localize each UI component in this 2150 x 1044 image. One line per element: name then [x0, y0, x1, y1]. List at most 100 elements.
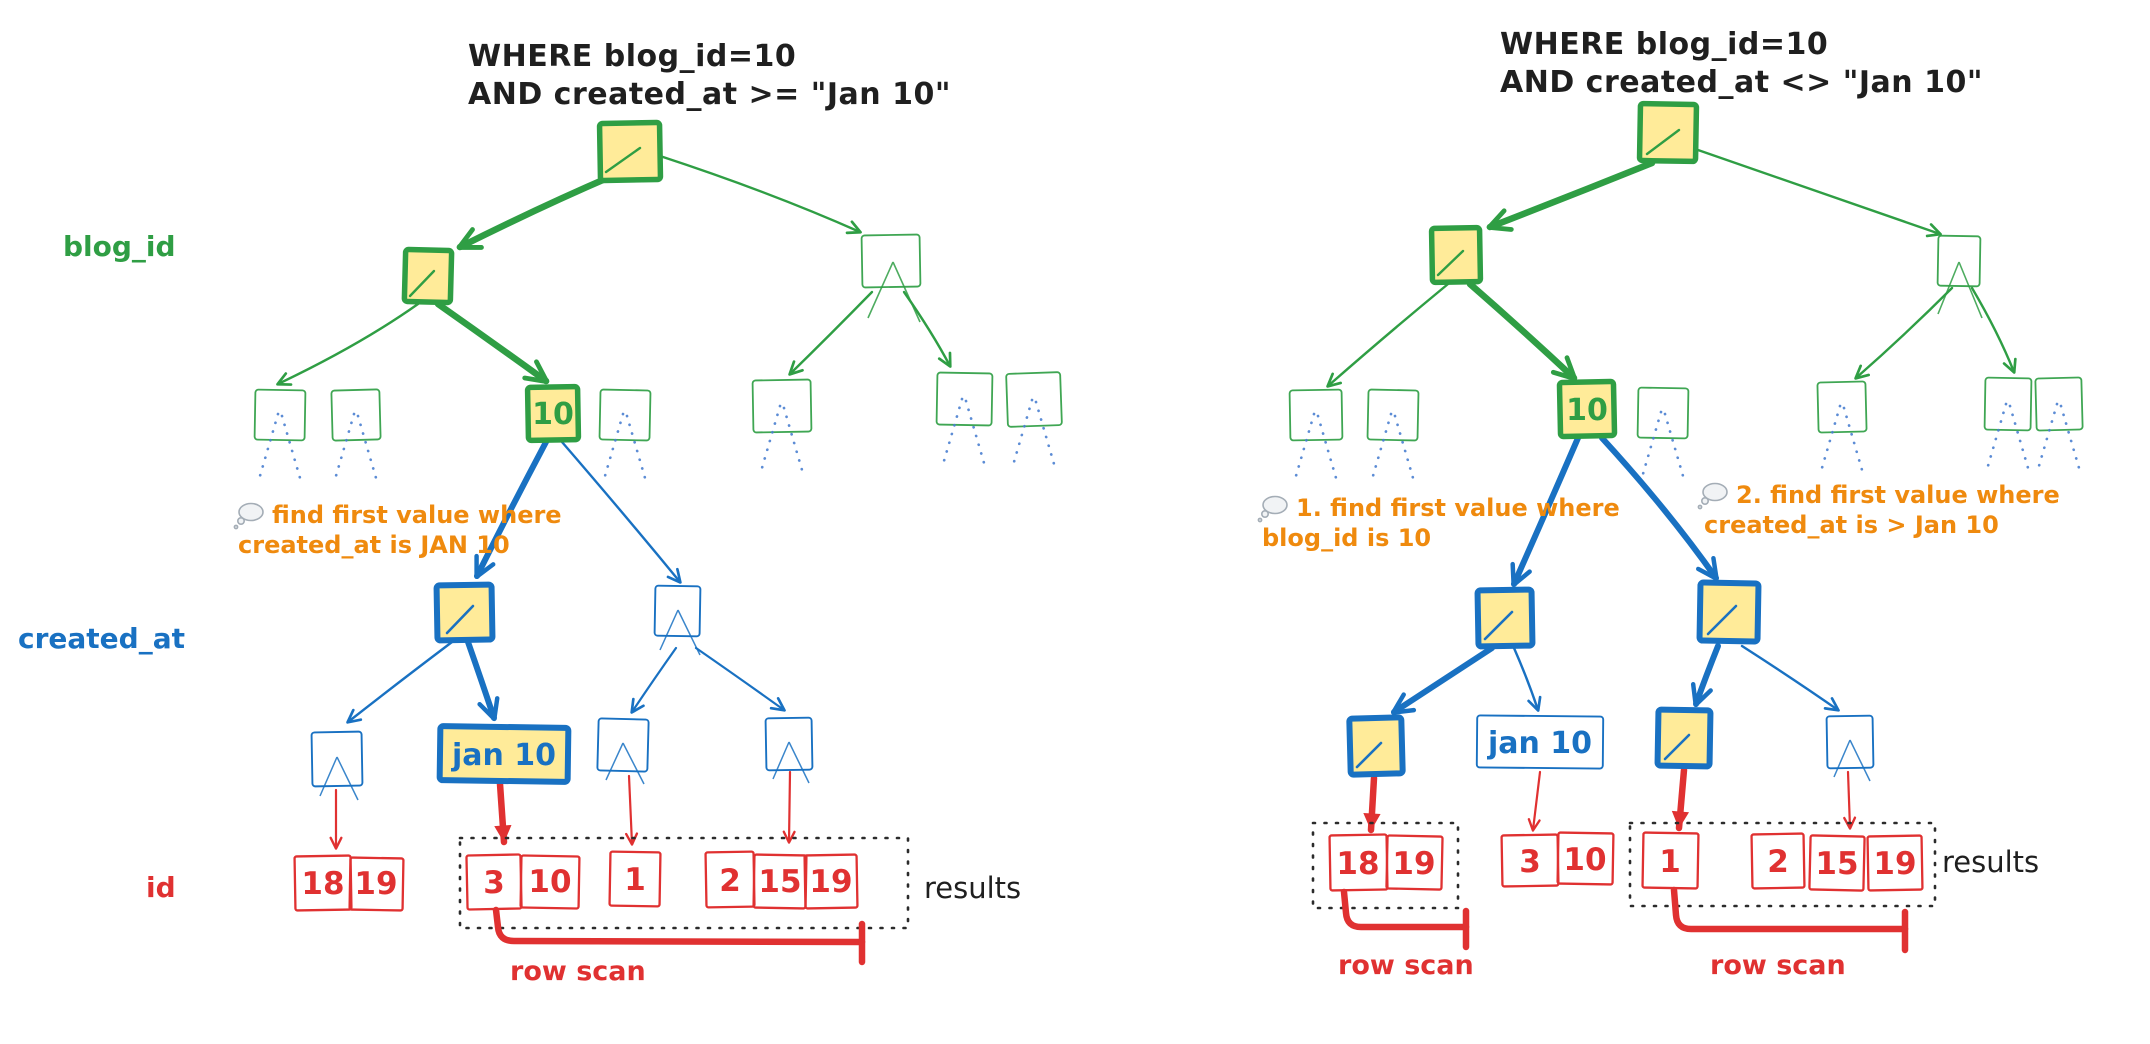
left-root-node: [596, 119, 664, 184]
left-annotation-line2: created_at is JAN 10: [238, 531, 510, 559]
id-value: 3: [1519, 844, 1541, 880]
right-root-node: [1636, 100, 1700, 165]
id-box: [1866, 834, 1924, 892]
left-annotation: find first value where created_at is JAN…: [233, 501, 562, 559]
id-value: 15: [758, 864, 801, 900]
index-level-label-id: id: [146, 871, 176, 904]
left-results-label: results: [924, 871, 1021, 905]
left-blue-leaf: [310, 730, 364, 788]
left-blue-leaf-value: jan 10: [451, 738, 556, 773]
right-blue-leaf-sketch: [1355, 741, 1383, 769]
right-query-title-line1: WHERE blog_id=10: [1500, 27, 1828, 62]
right-green-leaf-match: [1556, 378, 1618, 440]
right-created-at-edges: [1390, 435, 1840, 715]
left-created-at-level: jan 10: [310, 581, 814, 801]
left-blue-leaf-sketch: [772, 741, 810, 784]
id-value: 19: [1873, 846, 1916, 882]
left-blue-leaf-sketch: [319, 756, 359, 801]
right-green-leaf-value: 10: [1566, 393, 1608, 428]
left-results-dotted-box: [458, 836, 910, 930]
left-green-leaf-value: 10: [532, 397, 574, 432]
left-branch-subtree-sketch: [867, 261, 921, 323]
right-blog-id-edges: [1326, 148, 2017, 388]
right-blue-leaf-jan10: [1475, 714, 1605, 770]
left-green-leaf: [1005, 371, 1063, 428]
id-value: 1: [624, 862, 646, 898]
right-branch-node-unvisited: [1936, 234, 1982, 288]
right-annotation1-line2: blog_id is 10: [1262, 524, 1431, 552]
left-green-leaf: [330, 388, 382, 442]
left-blue-leaf: [596, 717, 650, 773]
right-blog-id-level: 10: [1288, 100, 2084, 480]
right-results-dotted-box-right: [1628, 821, 1937, 908]
right-green-leaf: [2034, 376, 2084, 432]
left-id-edges: [329, 770, 796, 850]
right-blue-leaf: [1825, 714, 1875, 770]
left-blue-leaf-match: [436, 723, 572, 785]
left-green-leaf-match: [524, 383, 582, 444]
left-created-at-edges: [346, 439, 786, 724]
id-box: [803, 853, 859, 910]
id-value: 2: [1767, 844, 1789, 880]
left-row-scan-label: row scan: [510, 956, 646, 987]
right-green-leaf: [1983, 376, 2033, 432]
id-value: 19: [809, 864, 852, 900]
id-value: 10: [1563, 842, 1606, 878]
right-collapsed-subtree-dots: [1294, 402, 2081, 480]
right-row-scan-bracket-1: [1340, 888, 1470, 931]
right-blue-branch-sketch: [1706, 604, 1738, 636]
left-id-row: 18 19 3 10 1 2 15 19 results row scan: [293, 836, 1021, 987]
right-annotation2-line1: 2. find first value where: [1736, 481, 2060, 509]
left-root-node-sketch: [604, 146, 642, 174]
right-annotation-1: 1. find first value where blog_id is 10: [1257, 494, 1620, 552]
left-diagram: WHERE blog_id=10 AND created_at >= "Jan …: [18, 39, 1063, 987]
left-blog-id-level: 10: [253, 119, 1063, 480]
right-green-leaf: [1636, 386, 1690, 440]
id-value: 18: [301, 866, 344, 902]
id-value: 3: [483, 865, 505, 901]
id-box: [608, 850, 662, 908]
right-branch-subtree-sketch: [1937, 261, 1983, 319]
right-blue-leaf-sketch: [1833, 739, 1871, 782]
id-box: [348, 856, 405, 912]
left-green-leaf: [935, 371, 994, 427]
id-value: 2: [719, 863, 741, 899]
left-branch-node-unvisited: [860, 233, 922, 289]
left-query-title-line1: WHERE blog_id=10: [468, 39, 796, 74]
thought-bubble-icon: [1697, 482, 1728, 510]
left-row-scan-bracket: [492, 906, 866, 946]
thought-bubble-icon: [1257, 495, 1288, 523]
id-value: 19: [354, 866, 397, 902]
right-results-label: results: [1942, 845, 2039, 879]
left-green-leaf: [598, 388, 652, 442]
right-row-scan-label-1: row scan: [1338, 950, 1474, 981]
right-root-node-sketch: [1645, 128, 1681, 156]
right-annotation2-line2: created_at is > Jan 10: [1704, 511, 1999, 539]
id-value: 1: [1659, 844, 1681, 880]
right-blue-branch-sketch: [1483, 610, 1514, 641]
id-box: [1808, 834, 1866, 892]
right-annotation1-line1: 1. find first value where: [1296, 494, 1620, 522]
id-box: [1750, 832, 1806, 890]
left-blue-branch-sketch: [445, 604, 475, 635]
id-box: [1385, 834, 1444, 891]
right-branch-node-sketch: [1436, 249, 1465, 277]
id-box: [1556, 831, 1615, 886]
id-box: [1641, 831, 1700, 890]
index-level-label-blog-id: blog_id: [63, 230, 176, 263]
left-blue-leaf-sketch: [605, 742, 645, 785]
right-blue-leaf-sketch: [1663, 733, 1691, 761]
index-level-label-created-at: created_at: [18, 622, 185, 655]
id-value: 19: [1392, 846, 1435, 882]
id-value: 18: [1336, 846, 1379, 882]
left-blue-branch-visited: [433, 581, 496, 644]
left-collapsed-subtree-dots: [258, 397, 1056, 480]
left-green-leaf: [751, 378, 813, 434]
right-diagram: WHERE blog_id=10 AND created_at <> "Jan …: [1257, 27, 2084, 981]
right-row-scan-bracket-2: [1670, 886, 1909, 933]
right-green-leaf: [1288, 388, 1344, 442]
right-green-leaf: [1366, 388, 1420, 442]
right-query-title-line2: AND created_at <> "Jan 10": [1500, 65, 1983, 100]
right-annotation-2: 2. find first value where created_at is …: [1697, 481, 2060, 539]
